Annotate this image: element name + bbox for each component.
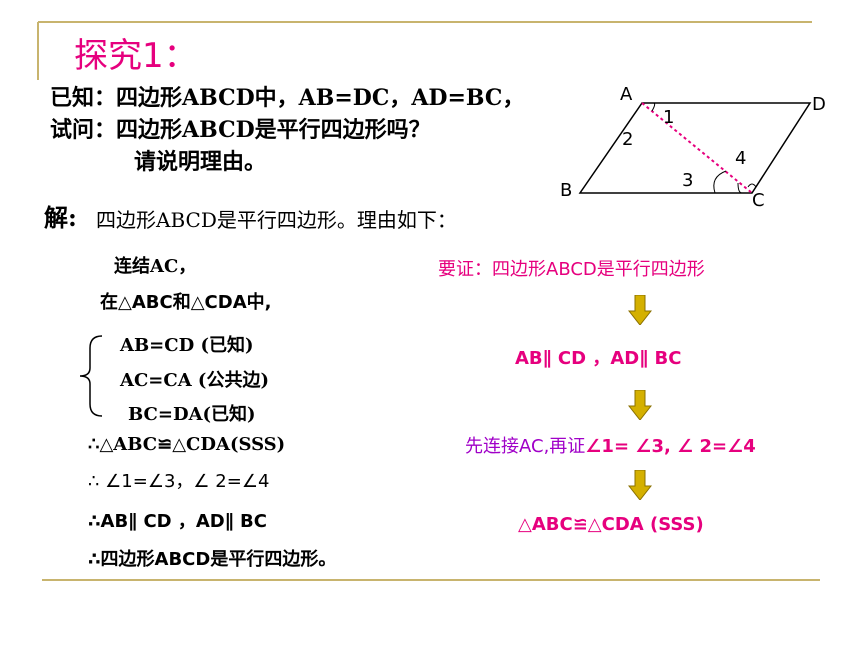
conclusion-congruent: ∴△ABC≌△CDA(SSS) — [88, 434, 286, 455]
given-line-1: 已知：四边形ABCD中，AB=DC，AD=BC， — [50, 85, 525, 111]
point-b-label: B — [560, 180, 573, 201]
given-line-2: 试问：四边形ABCD是平行四边形吗？ — [50, 117, 431, 143]
analysis-step-congruent: △ABC≌△CDA (SSS) — [518, 514, 704, 535]
angle-4-label: 4 — [735, 148, 747, 169]
angle-1-label: 1 — [663, 107, 675, 128]
solution-intro: 四边形ABCD是平行四边形。理由如下： — [96, 208, 457, 232]
down-arrow-icon — [628, 470, 652, 500]
analysis-step-angles-equal: ∠1= ∠3, ∠ 2=∠4 — [585, 436, 756, 457]
angle-3-label: 3 — [682, 170, 694, 191]
conclusion-angles: ∴ ∠1=∠3，∠ 2=∠4 — [88, 471, 270, 492]
condition-3: BC=DA(已知) — [128, 404, 256, 425]
down-arrow-icon — [628, 390, 652, 420]
page-title: 探究1： — [74, 36, 198, 76]
brace-icon — [79, 335, 103, 417]
condition-1: AB=CD (已知) — [120, 335, 254, 356]
parallelogram-figure — [578, 102, 812, 194]
angle-arc-c — [737, 182, 757, 194]
angle-arc-c2 — [713, 170, 727, 194]
point-a-label: A — [620, 84, 633, 105]
analysis-step-angles-prefix: 先连接AC,再证 — [465, 436, 586, 457]
angle-2-label: 2 — [622, 129, 634, 150]
parallelogram-abcd — [578, 102, 812, 194]
solution-head: 解: — [44, 203, 77, 232]
point-c-label: C — [752, 190, 765, 211]
condition-2: AC=CA (公共边) — [120, 370, 269, 391]
connect-ac: 连结AC， — [114, 256, 197, 277]
analysis-goal: 要证：四边形ABCD是平行四边形 — [438, 259, 705, 280]
conclusion-final: ∴四边形ABCD是平行四边形。 — [88, 549, 337, 570]
conclusion-parallel: ∴AB∥ CD ，AD∥ BC — [88, 511, 267, 532]
given-line-3: 请说明理由。 — [134, 149, 267, 175]
analysis-step-parallel: AB∥ CD ，AD∥ BC — [515, 348, 682, 369]
in-triangles: 在△ABC和△CDA中, — [100, 292, 272, 313]
analysis-step-angles: 先连接AC,再证∠1= ∠3, ∠ 2=∠4 — [465, 432, 756, 458]
down-arrow-icon — [628, 295, 652, 325]
point-d-label: D — [812, 94, 826, 115]
angle-arc-a — [651, 102, 656, 112]
